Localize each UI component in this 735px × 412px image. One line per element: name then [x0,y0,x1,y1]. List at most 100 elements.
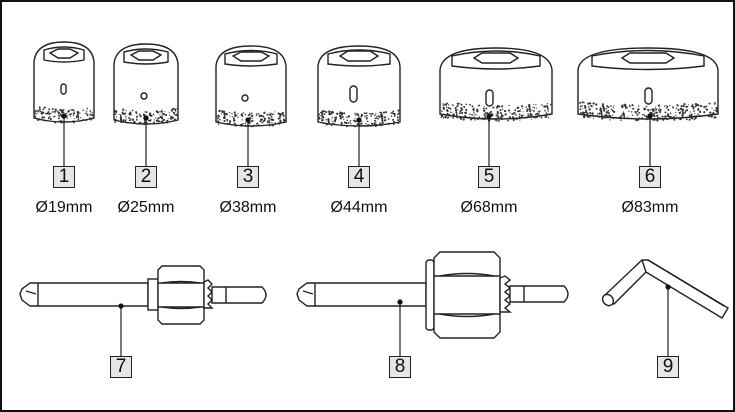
grit-speck [85,113,87,115]
grit-speck [506,118,509,120]
grit-speck [217,114,219,116]
grit-speck [398,112,400,114]
part-number-8: 8 [389,356,411,378]
grit-speck [516,118,518,121]
grit-speck [655,111,658,114]
grit-speck [688,114,691,117]
grit-speck [601,114,604,117]
grit-speck [637,105,640,107]
grit-speck [333,116,336,119]
grit-speck [283,119,286,122]
grit-speck [325,123,328,126]
grit-speck [587,115,590,118]
grit-speck [139,121,141,124]
grit-speck [713,109,715,112]
grit-speck [440,114,443,118]
grit-speck [446,117,448,119]
grit-speck [278,121,280,123]
grit-speck [258,113,260,115]
grit-speck [279,114,282,118]
grit-speck [41,118,43,121]
grit-speck [381,119,384,122]
grit-speck [129,111,132,114]
grit-speck [588,106,590,108]
grit-speck [379,115,381,117]
grit-speck [709,114,713,117]
grit-speck [262,120,265,123]
grit-speck [463,105,466,109]
grit-speck [331,119,333,121]
grit-speck [354,120,357,123]
grit-speck [473,113,475,115]
grit-speck [664,111,667,114]
grit-speck [518,113,521,116]
grit-speck [711,107,713,109]
grit-speck [48,112,51,115]
grit-speck [521,107,523,110]
grit-speck [605,115,608,118]
grit-speck [456,115,458,117]
grit-speck [464,111,467,115]
grit-speck [513,112,516,115]
grit-speck [350,123,352,125]
grit-speck [455,110,457,112]
grit-speck [241,115,244,118]
grit-speck [175,111,177,113]
grit-speck [387,122,390,125]
grit-speck [530,115,532,117]
grit-speck [221,113,223,115]
grit-speck [82,118,84,120]
grit-speck [383,119,387,122]
grit-speck [507,109,511,112]
grit-speck [623,103,626,106]
grit-speck [323,113,326,116]
grit-speck [73,117,76,120]
grit-speck [370,122,374,125]
grit-speck [53,108,55,110]
grit-speck [623,115,626,118]
grit-speck [527,113,529,115]
grit-speck [508,104,510,107]
grit-speck [654,119,656,121]
grit-speck [509,111,511,113]
grit-speck [358,115,360,117]
grit-speck [354,113,356,115]
grit-speck [352,119,355,122]
grit-speck [442,117,445,119]
grit-speck [517,110,520,113]
grit-speck [341,111,343,114]
grit-speck [596,115,598,117]
grit-speck [256,113,258,115]
grit-speck [269,122,271,124]
leader-dot-7 [118,303,124,309]
grit-speck [497,111,499,113]
grit-speck [118,114,120,116]
grit-speck [165,113,168,117]
grit-speck [485,107,488,110]
grit-speck [380,114,383,117]
grit-speck [52,116,54,118]
grit-speck [154,123,156,125]
grit-speck [450,111,452,114]
grit-speck [60,111,64,114]
grit-speck [170,115,172,118]
grit-speck [455,108,457,110]
grit-speck [634,110,637,113]
grit-speck [278,112,280,115]
grit-speck [341,115,344,118]
grit-speck [347,122,350,124]
grit-speck [646,109,649,111]
grit-speck [384,111,387,114]
grit-speck [77,118,80,120]
grit-speck [535,113,538,115]
grit-speck [366,114,368,117]
grit-speck [368,123,370,126]
grit-speck [274,123,277,126]
grit-speck [54,121,57,124]
grit-speck [379,111,381,114]
grit-speck [47,112,49,115]
grit-speck [586,112,589,115]
grit-speck [114,120,117,123]
grit-speck [173,118,177,121]
grit-speck [231,112,233,115]
